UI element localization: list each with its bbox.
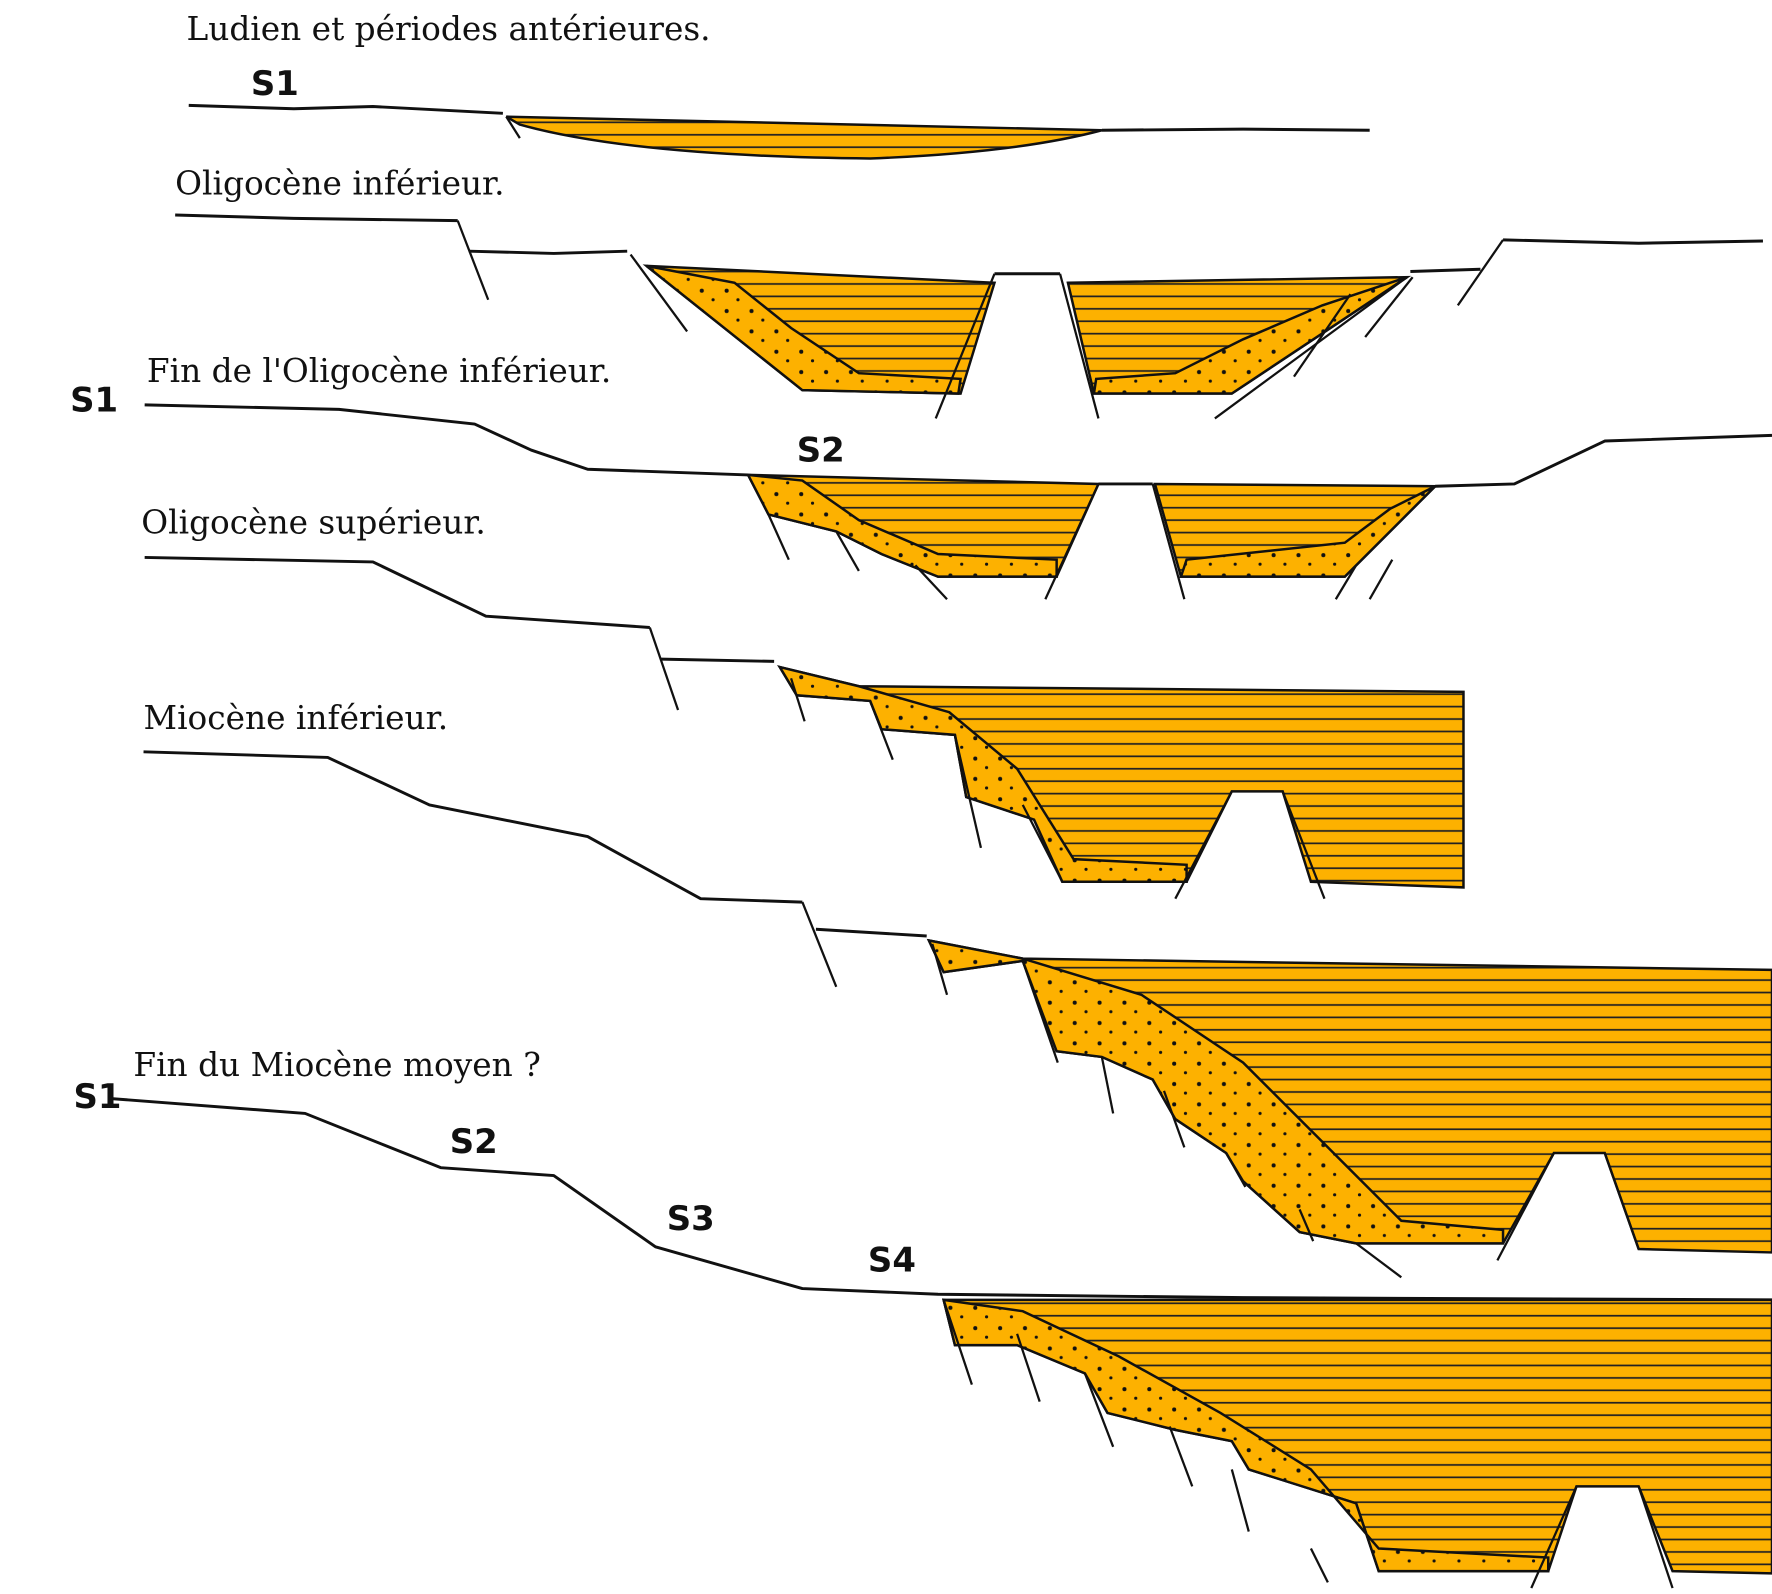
fault-line (1355, 1242, 1403, 1279)
panel-fin-oligocene-inferieur: Fin de l'Oligocène inférieur. S1 S2 (70, 352, 1772, 601)
fault-line (953, 734, 983, 849)
fault-line (789, 677, 806, 722)
fault-line (1021, 960, 1059, 1063)
fault-step (815, 927, 927, 938)
fault-line (942, 1299, 973, 1386)
surface-label-s4: S4 (868, 1241, 916, 1280)
erosion-surface (1101, 127, 1370, 132)
fault-line (456, 220, 490, 301)
fault-line (835, 530, 860, 572)
surface-label-s3: S3 (667, 1199, 715, 1238)
conglomerate-wedge (1092, 275, 1408, 395)
erosion-surface (1435, 433, 1772, 488)
fault-line (1214, 276, 1408, 420)
fault-line (1151, 483, 1186, 600)
fault-line (505, 116, 521, 139)
panel-title: Oligocène inférieur. (175, 165, 504, 203)
panel-title: Fin de l'Oligocène inférieur. (147, 352, 611, 390)
erosion-surface (144, 555, 650, 629)
fault-line (629, 253, 689, 333)
panel-oligocene-superieur: Oligocène supérieur. (141, 504, 1465, 900)
fault-line (648, 627, 680, 711)
fault-line (1230, 1469, 1250, 1532)
surface-label-s2: S2 (450, 1122, 498, 1161)
surface-label-s2: S2 (797, 430, 845, 469)
fault-line (1530, 1485, 1578, 1589)
panel-ludien: Ludien et périodes antérieures. S1 (186, 10, 1370, 160)
fault-line (1364, 276, 1414, 338)
fault-line (1334, 564, 1358, 600)
erosion-surface (188, 103, 503, 115)
fault-step (1410, 267, 1481, 273)
erosion-surface (112, 1097, 1772, 1302)
fault-line (1021, 804, 1064, 883)
fault-line (1044, 483, 1100, 600)
fault-line (931, 943, 949, 996)
panel-oligocene-inferieur: Oligocène inférieur. (175, 165, 1763, 420)
fault-line (1309, 1548, 1329, 1583)
sediment-basin (505, 115, 1103, 160)
erosion-surface (1502, 238, 1763, 245)
panel-title: Oligocène supérieur. (141, 504, 486, 542)
fault-line (1058, 273, 1100, 419)
fault-line (1281, 790, 1326, 900)
fault-line (767, 514, 790, 561)
panel-fin-miocene-moyen: Fin du Miocène moyen ? S1 S2 S3 S4 (73, 1046, 1772, 1589)
fault-line (1016, 1333, 1041, 1402)
surface-label-s1: S1 (73, 1077, 121, 1116)
fault-line (934, 273, 996, 419)
panel-miocene-inferieur: Miocène inférieur. (143, 699, 1772, 1279)
fault-line (1368, 559, 1394, 600)
fault-line (1298, 1209, 1315, 1242)
fault-step (661, 657, 775, 663)
fault-line (1496, 1152, 1555, 1261)
conglomerate-wedge (941, 1298, 1550, 1573)
panel-title: Miocène inférieur. (144, 699, 449, 737)
fault-line (1100, 1056, 1115, 1114)
fault-line (1293, 293, 1352, 378)
panel-title: Ludien et périodes antérieures. (186, 10, 710, 48)
conglomerate-wedge (645, 264, 963, 395)
fault-step (468, 249, 628, 255)
surface-label-s1: S1 (251, 64, 299, 103)
conglomerate-wedge (926, 938, 1505, 1245)
fault-line (1603, 1152, 1640, 1250)
fault-line (1637, 1486, 1674, 1589)
fault-line (1174, 790, 1233, 900)
fault-line (1083, 1372, 1115, 1448)
fault-line (1168, 1426, 1194, 1487)
fault-line (869, 700, 894, 761)
conglomerate-wedge (1179, 485, 1437, 578)
erosion-surface (143, 750, 803, 904)
fault-line (1456, 239, 1504, 307)
fault-line (1162, 1090, 1186, 1148)
fault-line (914, 564, 948, 601)
erosion-surface (144, 403, 749, 477)
surface-label-s1: S1 (70, 381, 118, 420)
fault-line (801, 901, 838, 988)
erosion-surface (175, 213, 458, 223)
fault-line (1225, 1152, 1247, 1188)
panel-title: Fin du Miocène moyen ? (133, 1046, 540, 1084)
